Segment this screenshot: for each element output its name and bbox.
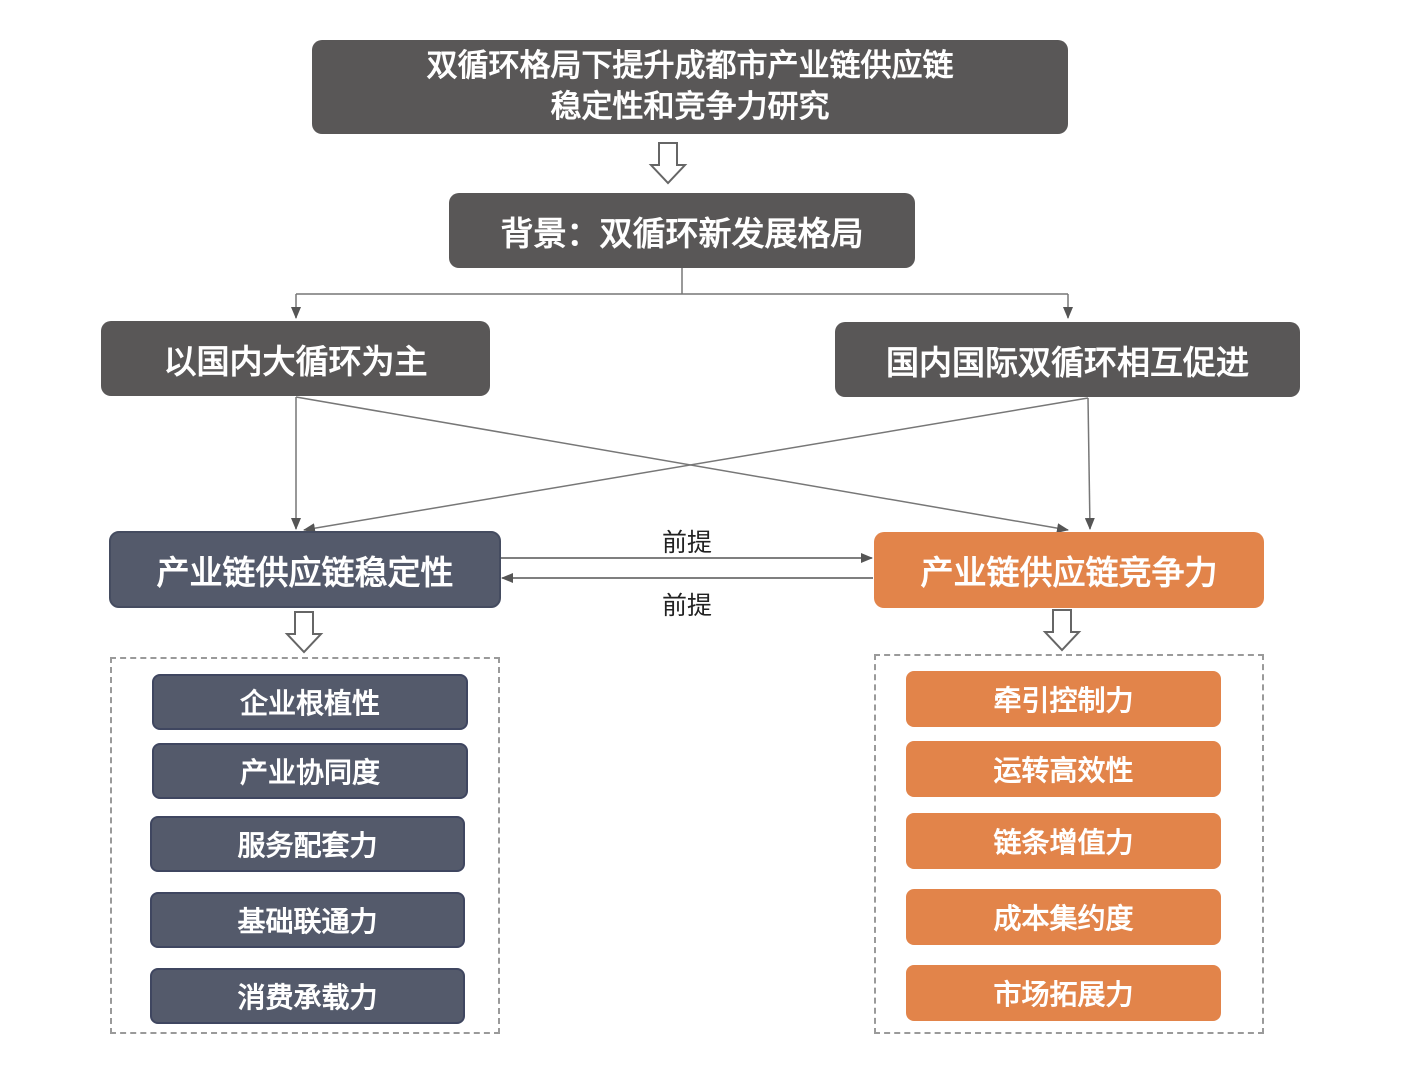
stability-item-2-label: 产业协同度 [239,756,380,789]
stability-item-3-label: 服务配套力 [237,829,378,862]
stability-item-2: 产业协同度 [152,743,468,799]
title-box: 双循环格局下提升成都市产业链供应链 稳定性和竞争力研究 [312,40,1068,134]
competitiveness-box: 产业链供应链竞争力 [874,532,1264,608]
stability-item-4-label: 基础联通力 [237,905,378,938]
competitiveness-item-2: 运转高效性 [906,741,1221,797]
competitiveness-item-4-label: 成本集约度 [993,902,1134,935]
stability-item-5-label: 消费承载力 [237,981,378,1014]
right-driver-label: 国内国际双循环相互促进 [886,342,1249,382]
right-to-competitiveness-arrow [1084,397,1095,530]
stability-item-1-label: 企业根植性 [239,687,380,720]
stability-item-4: 基础联通力 [150,892,465,948]
competitiveness-items-group [874,654,1264,1034]
right-to-stability-arrow [303,397,1089,534]
background-label: 背景：双循环新发展格局 [500,213,864,253]
left-driver-box: 以国内大循环为主 [101,321,490,396]
competitiveness-item-5-label: 市场拓展力 [993,978,1134,1011]
competitiveness-item-5: 市场拓展力 [906,965,1221,1021]
hollow-arrow-stability-to-items [284,611,324,654]
stability-box: 产业链供应链稳定性 [109,531,501,608]
left-driver-label: 以国内大循环为主 [163,341,428,381]
hollow-arrow-competitiveness-to-items [1042,609,1082,652]
background-box: 背景：双循环新发展格局 [449,193,915,268]
premise-label-bottom: 前提 [662,591,713,620]
competitiveness-item-3: 链条增值力 [906,813,1221,869]
title-line-1: 双循环格局下提升成都市产业链供应链 [426,48,954,84]
stability-items-group [110,657,500,1034]
competitiveness-item-1-label: 牵引控制力 [993,684,1134,717]
competitiveness-item-2-label: 运转高效性 [993,754,1134,787]
stability-item-3: 服务配套力 [150,816,465,872]
stability-label: 产业链供应链稳定性 [156,552,454,592]
competitiveness-item-3-label: 链条增值力 [993,826,1134,859]
premise-label-top: 前提 [662,528,713,557]
title-line-2: 稳定性和竞争力研究 [550,89,830,125]
competitiveness-item-1: 牵引控制力 [906,671,1221,727]
competitiveness-label: 产业链供应链竞争力 [920,553,1218,592]
right-driver-box: 国内国际双循环相互促进 [835,322,1300,397]
left-to-competitiveness-arrow [295,396,1069,534]
stability-item-5: 消费承载力 [150,968,465,1024]
competitiveness-item-4: 成本集约度 [906,889,1221,945]
stability-item-1: 企业根植性 [152,674,468,730]
hollow-arrow-title-to-background [648,142,688,185]
